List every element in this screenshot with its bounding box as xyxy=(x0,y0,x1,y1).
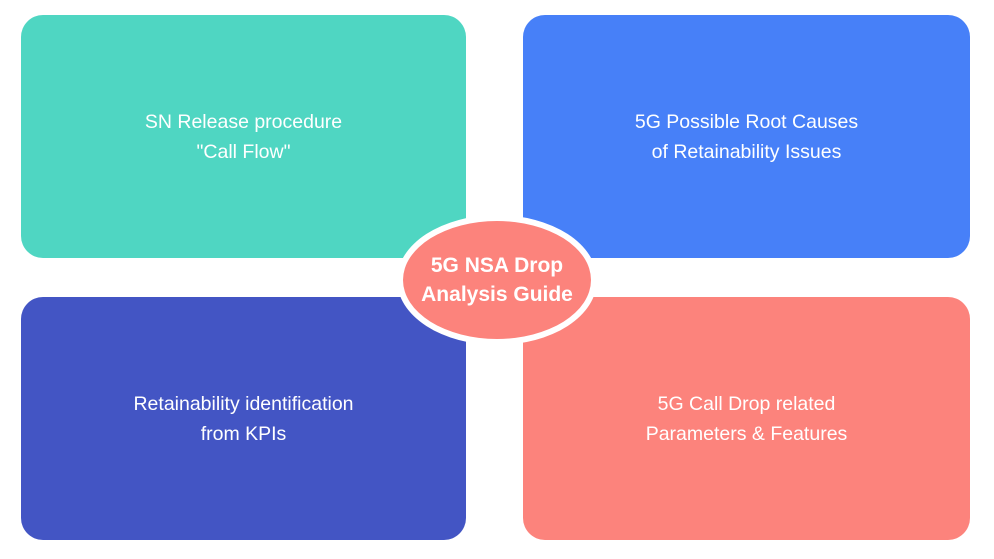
card-label-line2: from KPIs xyxy=(200,422,287,445)
card-label: SN Release procedure "Call Flow" xyxy=(145,107,342,167)
card-label-line2: "Call Flow" xyxy=(196,140,291,163)
center-title-ellipse: 5G NSA Drop Analysis Guide xyxy=(397,215,597,345)
card-label: 5G Call Drop related Parameters & Featur… xyxy=(646,389,848,449)
card-label-line1: 5G Call Drop related xyxy=(657,392,836,415)
card-retainability-identification: Retainability identification from KPIs xyxy=(21,297,466,540)
card-possible-root-causes: 5G Possible Root Causes of Retainability… xyxy=(523,15,970,258)
card-label-line1: 5G Possible Root Causes xyxy=(634,110,859,133)
card-label-line2: Parameters & Features xyxy=(645,422,848,445)
card-label-line2: of Retainability Issues xyxy=(651,140,842,163)
card-call-drop-parameters: 5G Call Drop related Parameters & Featur… xyxy=(523,297,970,540)
card-label-line1: Retainability identification xyxy=(133,392,354,415)
card-label-line1: SN Release procedure xyxy=(144,110,343,133)
card-label: Retainability identification from KPIs xyxy=(133,389,353,449)
center-title-line1: 5G NSA Drop xyxy=(430,254,564,277)
card-label: 5G Possible Root Causes of Retainability… xyxy=(635,107,858,167)
card-sn-release-call-flow: SN Release procedure "Call Flow" xyxy=(21,15,466,258)
center-title-line2: Analysis Guide xyxy=(421,283,573,306)
